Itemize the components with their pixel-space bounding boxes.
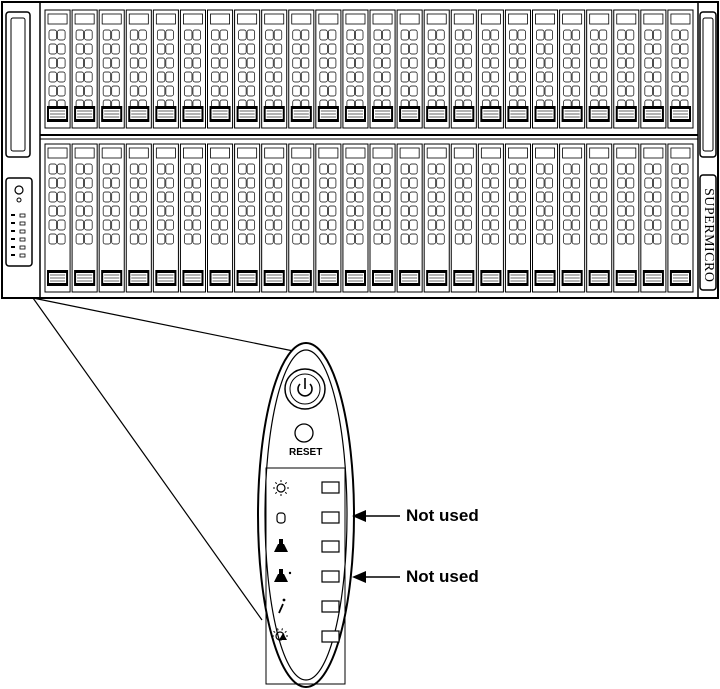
drive-bay[interactable]: [613, 143, 640, 293]
led-indicator: [321, 570, 340, 583]
left-rack-ear: [5, 11, 33, 267]
drive-bay[interactable]: [44, 9, 71, 129]
callout-arrow-2: [352, 571, 400, 583]
led-indicator: [321, 630, 340, 643]
drive-bay[interactable]: [586, 143, 613, 293]
drive-bay[interactable]: [315, 9, 342, 129]
drive-bay[interactable]: [179, 9, 207, 129]
drive-bay[interactable]: [532, 9, 559, 129]
power-icon: [297, 383, 313, 397]
nic2-icon: [274, 569, 292, 582]
drive-bay[interactable]: [288, 9, 315, 129]
reset-label: RESET: [289, 447, 323, 458]
led-row: [278, 598, 340, 614]
front-control-panel: [5, 177, 33, 267]
drive-bay[interactable]: [559, 9, 586, 129]
drive-bay[interactable]: [71, 143, 98, 293]
nic1-icon: [274, 539, 288, 552]
drive-bay[interactable]: [288, 143, 315, 293]
drive-bay[interactable]: [152, 9, 179, 129]
drive-bay[interactable]: [315, 143, 342, 293]
drive-bay[interactable]: [613, 9, 640, 129]
drive-bay[interactable]: [98, 9, 125, 129]
drive-bay[interactable]: [71, 9, 98, 129]
drive-bay[interactable]: [261, 143, 288, 293]
callout-not-used-2: Not used: [406, 567, 479, 586]
led-indicator: [321, 481, 340, 494]
drive-bay[interactable]: [152, 143, 179, 293]
callout-not-used-1: Not used: [406, 506, 479, 525]
drive-bay[interactable]: [667, 9, 694, 129]
drive-bay[interactable]: [125, 9, 152, 129]
drive-bay[interactable]: [179, 143, 207, 293]
led-indicator: [321, 540, 340, 553]
drive-bay[interactable]: [667, 143, 694, 293]
drive-bay[interactable]: [207, 9, 234, 129]
drive-bay[interactable]: [98, 143, 125, 293]
callout-arrow-1: [352, 510, 400, 522]
power-fail-icon: [272, 628, 288, 641]
drive-bay[interactable]: [342, 143, 369, 293]
zoom-line-left: [32, 297, 263, 621]
drive-bay[interactable]: [369, 9, 396, 129]
power-button[interactable]: [284, 368, 326, 410]
led-row: [274, 539, 340, 553]
drive-bay[interactable]: [423, 143, 450, 293]
drive-bay[interactable]: [640, 9, 667, 129]
led-indicator: [321, 511, 340, 524]
lower-drive-bays: [44, 143, 694, 293]
drive-bay[interactable]: [396, 143, 423, 293]
upper-drive-bays: [44, 9, 694, 129]
led-row: [276, 511, 340, 524]
drive-bay[interactable]: [342, 9, 369, 129]
drive-bay[interactable]: [234, 9, 261, 129]
info-icon: [278, 598, 286, 614]
drive-bay[interactable]: [261, 9, 288, 129]
zoomed-control-panel: [257, 342, 355, 688]
zoom-line-top: [32, 297, 319, 357]
drive-bay[interactable]: [125, 143, 152, 293]
drive-bay[interactable]: [44, 143, 71, 293]
drive-bay[interactable]: [369, 143, 396, 293]
drive-bay[interactable]: [396, 9, 423, 129]
reset-button-small[interactable]: [16, 197, 22, 203]
led-row: [274, 569, 340, 583]
drive-bay[interactable]: [450, 9, 477, 129]
drive-bay[interactable]: [586, 9, 613, 129]
power-led-icon: [273, 480, 289, 496]
drive-bay[interactable]: [234, 143, 261, 293]
reset-button[interactable]: [294, 423, 314, 443]
led-row: [272, 628, 340, 643]
drive-bay[interactable]: [504, 143, 531, 293]
hdd-activity-icon: [276, 512, 286, 524]
led-indicator: [321, 600, 340, 613]
right-rack-ear: [699, 11, 717, 291]
brand-logo: SUPERMICRO: [701, 188, 716, 283]
drive-bay[interactable]: [640, 143, 667, 293]
drive-bay[interactable]: [532, 143, 559, 293]
led-row: [273, 480, 340, 496]
drive-bay[interactable]: [477, 9, 504, 129]
drive-bay[interactable]: [477, 143, 504, 293]
drive-bay[interactable]: [450, 143, 477, 293]
power-button-small[interactable]: [14, 185, 24, 195]
drive-bay[interactable]: [423, 9, 450, 129]
drive-bay[interactable]: [207, 143, 234, 293]
drive-bay[interactable]: [559, 143, 586, 293]
drive-bay[interactable]: [504, 9, 531, 129]
